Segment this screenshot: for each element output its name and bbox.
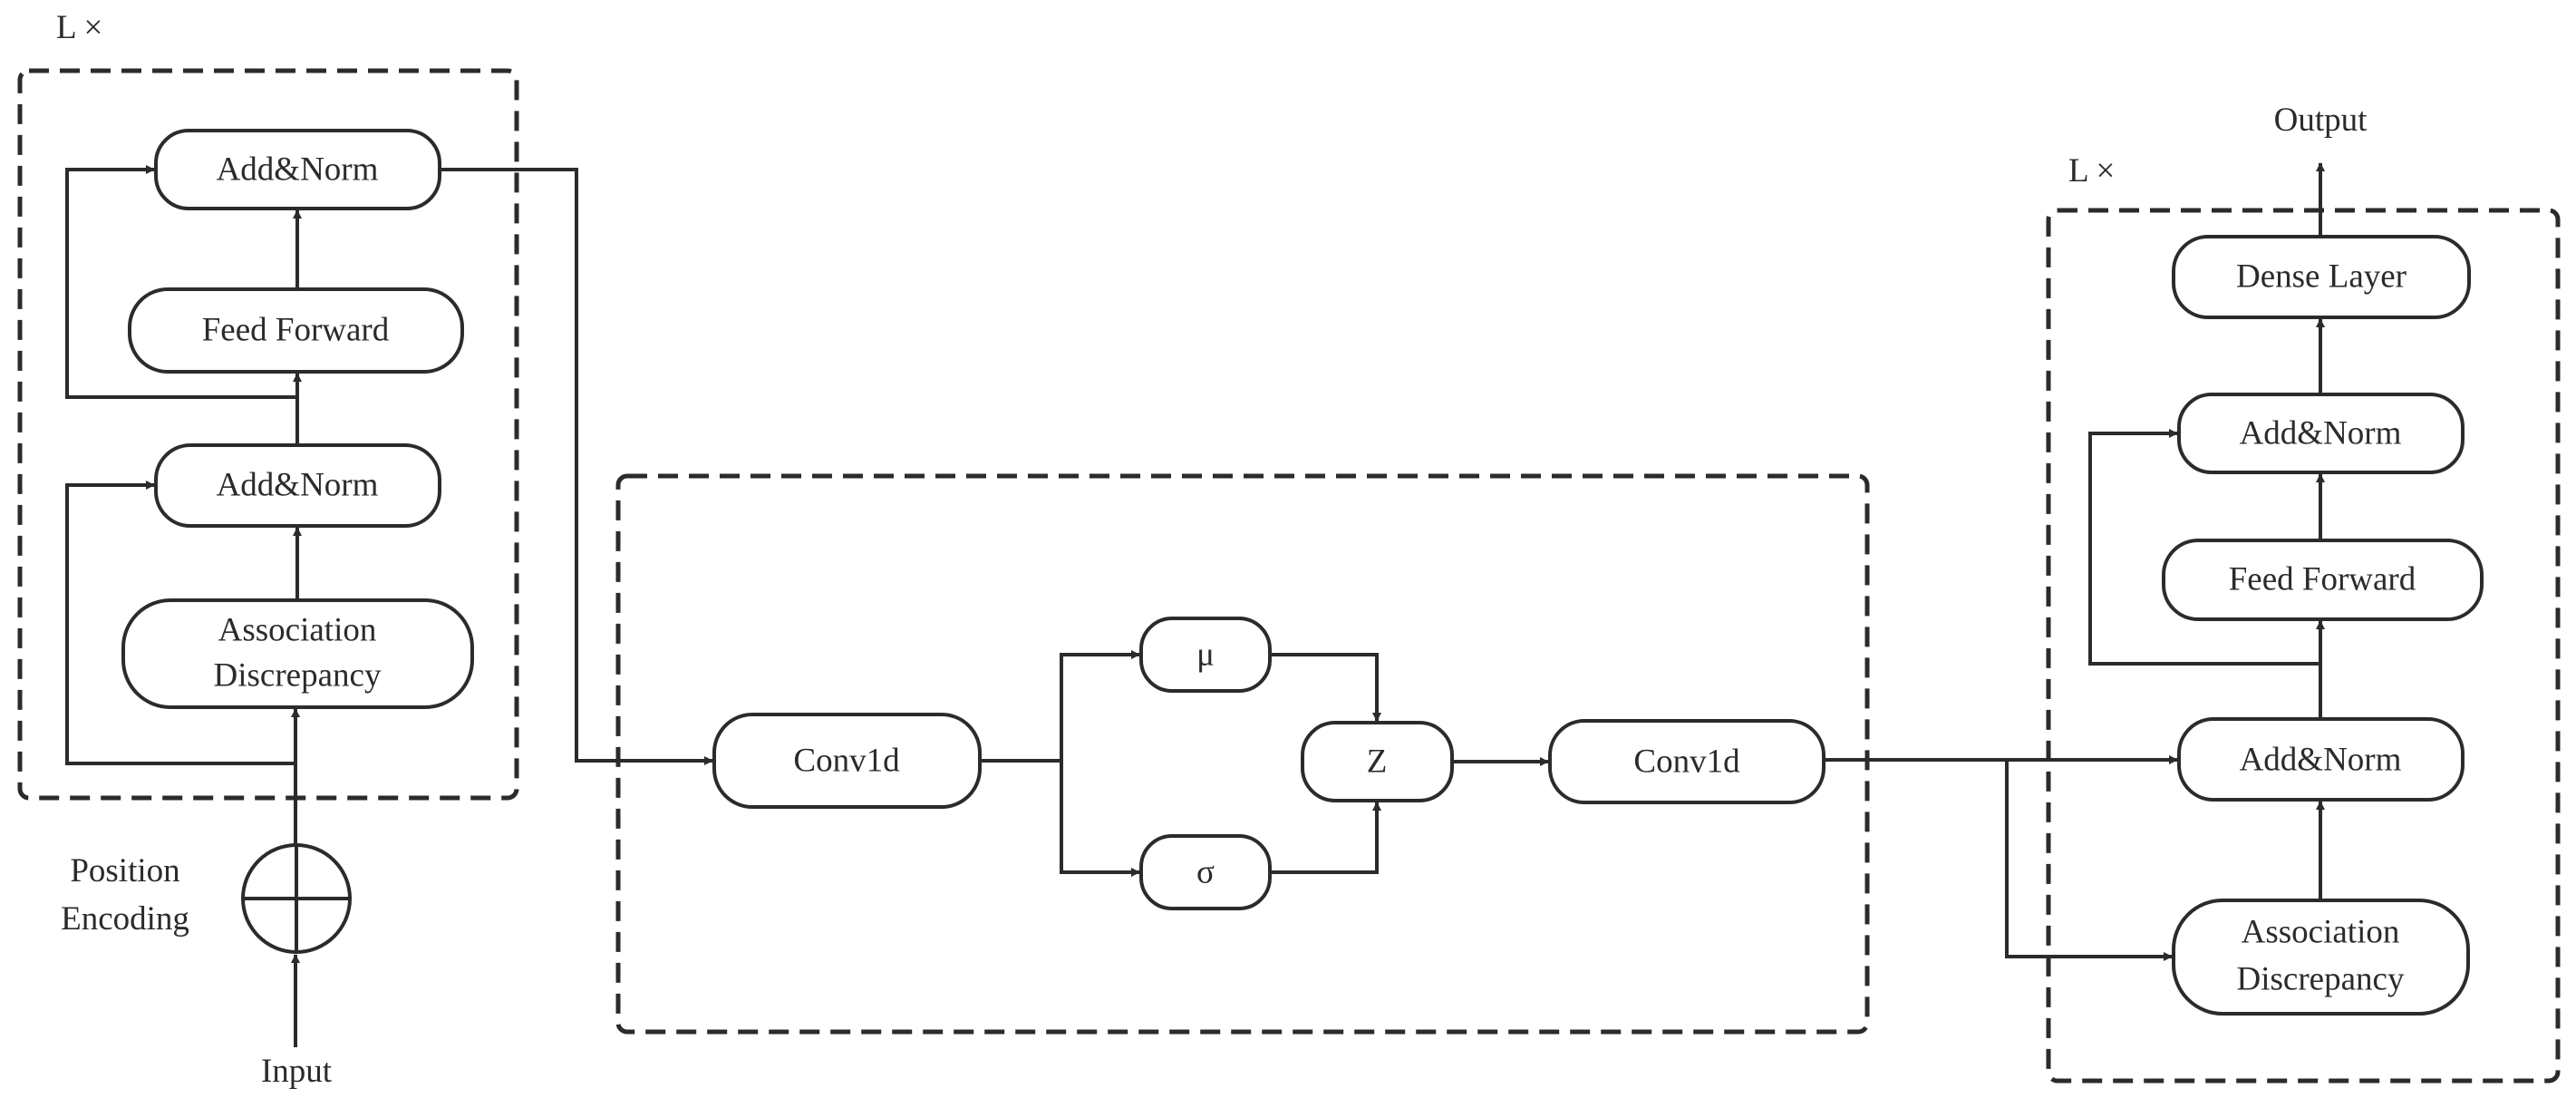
svg-text:Z: Z <box>1367 744 1388 781</box>
encoder-add-norm-bottom: Add&Norm <box>154 443 441 528</box>
decoder-association-discrepancy: Association Discrepancy <box>2172 899 2470 1016</box>
encoder-block: L × Add&Norm Feed Forward Add&Norm Assoc… <box>17 9 519 1047</box>
latent-conv1d-out: Conv1d <box>1548 719 1825 804</box>
position-label-line1: Position <box>70 852 179 889</box>
decoder-add-norm-top: Add&Norm <box>2177 393 2465 474</box>
wire-residual-dec <box>2088 429 2320 666</box>
svg-text:Add&Norm: Add&Norm <box>217 467 379 504</box>
decoder-repeat-label: L × <box>2068 152 2115 190</box>
position-encoding-symbol <box>241 843 352 954</box>
latent-block: Conv1d μ σ Z Conv1d <box>441 168 1870 1035</box>
input-label: Input <box>261 1053 333 1090</box>
svg-text:Conv1d: Conv1d <box>1633 744 1740 781</box>
svg-text:μ: μ <box>1196 637 1215 674</box>
latent-sigma-node: σ <box>1139 834 1272 910</box>
encoder-feed-forward: Feed Forward <box>128 287 464 374</box>
decoder-add-norm-bottom: Add&Norm <box>2177 717 2465 802</box>
encoder-repeat-label: L × <box>56 9 102 46</box>
encoder-frame <box>17 68 519 801</box>
svg-text:Discrepancy: Discrepancy <box>2237 961 2405 998</box>
wire-encoder-to-conv <box>441 168 713 765</box>
output-label: Output <box>2274 102 2368 139</box>
wire-conv-to-decoder-assoc <box>2005 760 2173 961</box>
svg-text:Discrepancy: Discrepancy <box>214 657 382 695</box>
svg-text:σ: σ <box>1196 854 1215 891</box>
latent-frame <box>615 473 1870 1035</box>
svg-text:Add&Norm: Add&Norm <box>2240 742 2402 779</box>
decoder-frame <box>2046 208 2561 1084</box>
encoder-association-discrepancy: Association Discrepancy <box>121 598 474 709</box>
decoder-block: L × Output Dense Layer Add&Norm Feed For… <box>1824 102 2561 1084</box>
position-label-line2: Encoding <box>61 900 189 938</box>
wire-residual-upper <box>65 165 297 399</box>
encoder-add-norm-top: Add&Norm <box>154 129 441 210</box>
svg-text:Feed Forward: Feed Forward <box>202 312 390 349</box>
svg-text:Dense Layer: Dense Layer <box>2236 258 2407 296</box>
wire-sigma-to-z <box>1270 802 1381 874</box>
svg-text:Add&Norm: Add&Norm <box>217 151 379 189</box>
svg-text:Feed Forward: Feed Forward <box>2229 561 2416 598</box>
wire-mu-to-z <box>1270 653 1381 722</box>
svg-text:Association: Association <box>2242 914 2400 951</box>
latent-z-node: Z <box>1301 721 1454 802</box>
wire-split-to-mu <box>1060 650 1140 761</box>
svg-text:Add&Norm: Add&Norm <box>2240 415 2402 452</box>
latent-mu-node: μ <box>1139 617 1272 693</box>
decoder-dense-layer: Dense Layer <box>2172 235 2471 319</box>
svg-text:Association: Association <box>218 612 377 649</box>
wire-split-to-sigma <box>1060 761 1140 877</box>
decoder-feed-forward: Feed Forward <box>2162 539 2484 621</box>
wire-residual-lower <box>65 481 295 765</box>
latent-conv1d-in: Conv1d <box>712 713 982 809</box>
svg-text:Conv1d: Conv1d <box>793 743 900 780</box>
